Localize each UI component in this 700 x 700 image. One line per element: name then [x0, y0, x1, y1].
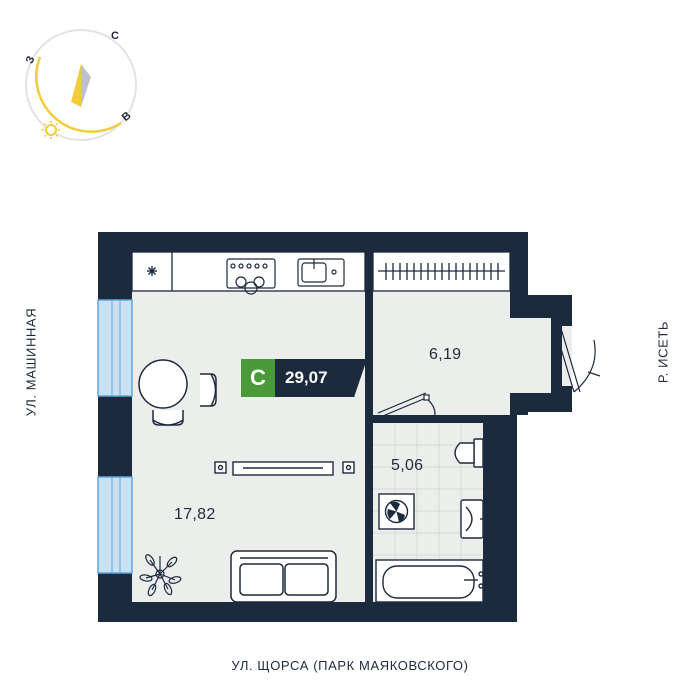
total-area-value: 29,07: [275, 359, 367, 397]
radiator-icon: [385, 263, 499, 280]
street-label-right: Р. ИСЕТЬ: [655, 320, 671, 384]
compass-ring: [25, 29, 137, 141]
street-label-left: УЛ. МАШИННАЯ: [23, 307, 39, 417]
hallway-area: 6,19: [429, 346, 462, 363]
partition-wall: [551, 386, 572, 394]
kitchen-counter: [131, 251, 366, 292]
plant-icon: [139, 554, 182, 597]
partition-wall: [437, 415, 483, 423]
compass: С З В: [24, 29, 137, 141]
street-label-bottom: УЛ. ЩОРСА (ПАРК МАЯКОВСКОГО): [231, 658, 469, 673]
partition-wall: [562, 326, 572, 386]
bathtub-icon: [375, 559, 484, 603]
partition-wall: [510, 252, 528, 318]
partition-wall: [373, 415, 381, 423]
partition-wall: [365, 404, 373, 602]
chair-icon: [200, 373, 217, 407]
sofa-icon: [230, 550, 337, 603]
compass-sun-arc: [35, 56, 122, 133]
compass-needle-light: [71, 64, 81, 107]
window-lower: [97, 476, 133, 574]
washing-machine-icon: [378, 493, 415, 530]
toilet-icon: [454, 438, 484, 468]
washbasin-icon: [460, 499, 486, 539]
partition-wall: [510, 393, 528, 415]
living-room-floor: [132, 252, 365, 602]
total-area-badge: С 29,07: [241, 359, 367, 397]
tv-stand: [214, 461, 355, 476]
compass-north-label: С: [111, 30, 119, 42]
fridge-icon: [147, 266, 157, 276]
sun-icon: [42, 121, 60, 139]
window-upper: [97, 299, 133, 397]
hallway-vestibule-floor: [508, 318, 551, 393]
chair-icon: [152, 410, 184, 426]
apartment-class-badge: С: [241, 359, 275, 397]
partition-wall: [483, 415, 517, 602]
compass-needle-dark: [81, 64, 91, 107]
entry-door: [553, 324, 601, 393]
bathroom-area: 5,06: [391, 457, 424, 474]
partition-wall: [365, 252, 373, 350]
sink-icon: [297, 258, 345, 287]
living-room-area: 17,82: [174, 506, 216, 523]
partition-wall: [551, 318, 572, 326]
bathroom-door: [377, 392, 436, 420]
dining-table: [138, 359, 188, 409]
stove-icon: [226, 258, 276, 295]
compass-west-label: З: [24, 54, 38, 65]
